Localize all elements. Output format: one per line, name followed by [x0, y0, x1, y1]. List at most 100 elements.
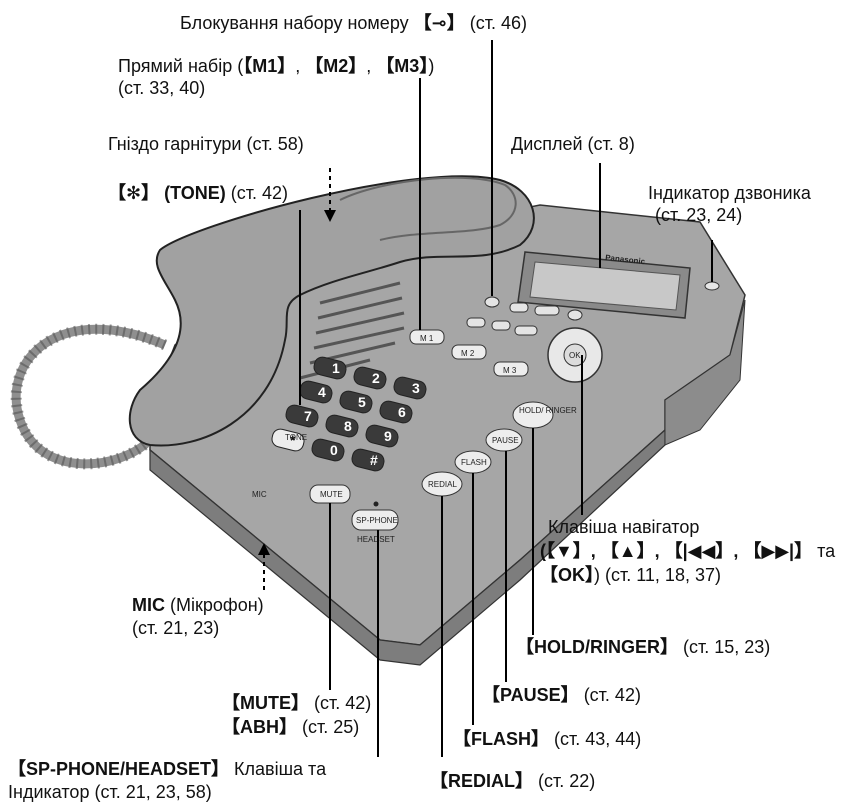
func-button-3[interactable] [466, 317, 486, 328]
label-navigator-keys: (【▼】, 【▲】, 【|◀◀】, 【▶▶|】 та [540, 540, 835, 562]
dial-lock-button[interactable] [484, 296, 500, 308]
label-headset-jack: Гніздо гарнітури (ст. 58) [108, 134, 304, 154]
sp-phone-label: SP-PHONE [356, 516, 398, 525]
callout-lines [258, 40, 713, 757]
label-hold-ringer: 【HOLD/RINGER】 (ст. 15, 23) [516, 636, 770, 658]
dial-lock-ref: (ст. 46) [464, 13, 527, 33]
label-ringer-indicator-ref: (ст. 23, 24) [655, 205, 743, 225]
tone-label: TONE [285, 433, 307, 442]
m1-button[interactable] [409, 329, 445, 345]
headset-label: HEADSET [357, 535, 395, 544]
mic-key: MIC [132, 595, 165, 615]
key-9-button[interactable]: 9 [364, 423, 399, 448]
key-5-button[interactable]: 5 [338, 389, 373, 414]
label-pause: 【PAUSE】 (ст. 42) [482, 684, 641, 706]
mute-key: 【MUTE】 [222, 693, 309, 713]
mute-label: MUTE [320, 490, 343, 499]
memory-keys: M 1 M 2 M 3 [409, 329, 529, 377]
direct-dial-sep2: , [366, 56, 377, 76]
label-navigator-ok: 【OK】) (ст. 11, 18, 37) [540, 564, 721, 586]
label-sp-phone: 【SP-PHONE/HEADSET】 Клавіша та [8, 758, 326, 780]
dial-lock-text: Блокування набору номеру [180, 13, 414, 33]
key-2-button[interactable]: 2 [352, 365, 387, 390]
key-1-button[interactable]: 1 [312, 355, 347, 380]
key-3-label: 3 [412, 380, 420, 396]
label-display: Дисплей (ст. 8) [511, 134, 635, 154]
key-8-label: 8 [344, 418, 352, 434]
key-3-button[interactable]: 3 [392, 375, 427, 400]
flash-ref: (ст. 43, 44) [549, 729, 642, 749]
display-screen [529, 261, 681, 311]
m2-button[interactable] [451, 344, 487, 360]
hold-ringer-key: 【HOLD/RINGER】 [516, 637, 678, 657]
label-mute: 【MUTE】 (ст. 42) [222, 692, 371, 714]
phone-right-side [664, 299, 746, 446]
handset-earpiece [339, 176, 517, 241]
direct-dial-m3: 【M3】 [376, 56, 429, 76]
flash-button[interactable]: FLASH [454, 450, 492, 474]
right-keys: HOLD/ RINGER PAUSE FLASH REDIAL MUTE SP-… [309, 401, 577, 531]
label-mic-ref: (ст. 21, 23) [132, 618, 220, 638]
label-abn: 【АВН】 (ст. 25) [222, 716, 359, 738]
label-ringer-indicator: Індикатор дзвоника [648, 183, 811, 203]
label-tone: 【✻】 (TONE) (ст. 42) [108, 182, 288, 204]
key-star-button[interactable]: * [270, 427, 305, 452]
func-button-4[interactable] [491, 320, 511, 331]
dial-lock-key: 【⊸】 [413, 13, 465, 33]
key-5-label: 5 [358, 394, 366, 410]
redial-ref: (ст. 22) [533, 771, 596, 791]
navigator-ok-key: 【OK】 [540, 565, 594, 585]
redial-key: 【REDIAL】 [430, 771, 533, 791]
label-direct-dial: Прямий набір (【M1】, 【M2】, 【M3】) [118, 55, 434, 77]
key-hash-label: # [370, 452, 378, 468]
navigator-keys: (【▼】, 【▲】, 【|◀◀】, 【▶▶|】 [540, 541, 813, 561]
sp-phone-key: 【SP-PHONE/HEADSET】 [8, 759, 230, 779]
redial-label: REDIAL [428, 480, 457, 489]
key-0-button[interactable]: 0 [310, 437, 345, 462]
direct-dial-text: Прямий набір ( [118, 56, 244, 76]
key-8-button[interactable]: 8 [324, 413, 359, 438]
hold-ringer-label: HOLD/ RINGER [519, 406, 577, 415]
sp-phone-button[interactable]: SP-PHONE [351, 509, 399, 531]
redial-button[interactable]: REDIAL [421, 471, 463, 497]
pause-button[interactable]: PAUSE [485, 428, 523, 452]
key-2-label: 2 [372, 370, 380, 386]
key-hash-button[interactable]: # [350, 447, 385, 472]
label-navigator: Клавіша навігатор [548, 517, 700, 537]
flash-label: FLASH [461, 458, 487, 467]
mute-button[interactable]: MUTE [309, 484, 351, 504]
key-6-button[interactable]: 6 [378, 399, 413, 424]
mute-ref: (ст. 42) [309, 693, 372, 713]
key-7-button[interactable]: 7 [284, 403, 319, 428]
pause-ref: (ст. 42) [578, 685, 641, 705]
ringer-indicator-led [704, 281, 720, 291]
mic-print: MIC [252, 490, 267, 499]
label-redial: 【REDIAL】 (ст. 22) [430, 770, 595, 792]
navigator-ref: ) (ст. 11, 18, 37) [594, 565, 721, 585]
m1-label: M 1 [420, 334, 434, 343]
pause-label: PAUSE [492, 436, 519, 445]
func-button-1[interactable] [509, 302, 529, 313]
speaker-grille [299, 281, 405, 380]
direct-dial-m1: 【M1】 [243, 56, 296, 76]
func-button-5[interactable] [514, 325, 538, 336]
key-6-label: 6 [398, 404, 406, 420]
label-direct-dial-ref: (ст. 33, 40) [118, 78, 206, 98]
ok-label: OK [569, 351, 581, 360]
key-4-label: 4 [318, 384, 326, 400]
exit-button[interactable] [567, 309, 583, 321]
navigator-key[interactable]: OK [547, 327, 603, 383]
label-sp-phone-line2: Індикатор (ст. 21, 23, 58) [8, 782, 212, 802]
direct-dial-sep1: , [295, 56, 306, 76]
m3-button[interactable] [493, 361, 529, 377]
abn-key: 【АВН】 [222, 717, 297, 737]
key-7-label: 7 [304, 408, 312, 424]
m2-label: M 2 [461, 349, 475, 358]
brand-logo: Panasonic [605, 253, 646, 266]
tone-ref: (ст. 42) [225, 183, 289, 203]
coiled-cord [10, 323, 168, 470]
keypad: 1 2 3 4 5 6 7 89 *0 # [270, 355, 427, 472]
func-button-2[interactable] [534, 305, 560, 316]
